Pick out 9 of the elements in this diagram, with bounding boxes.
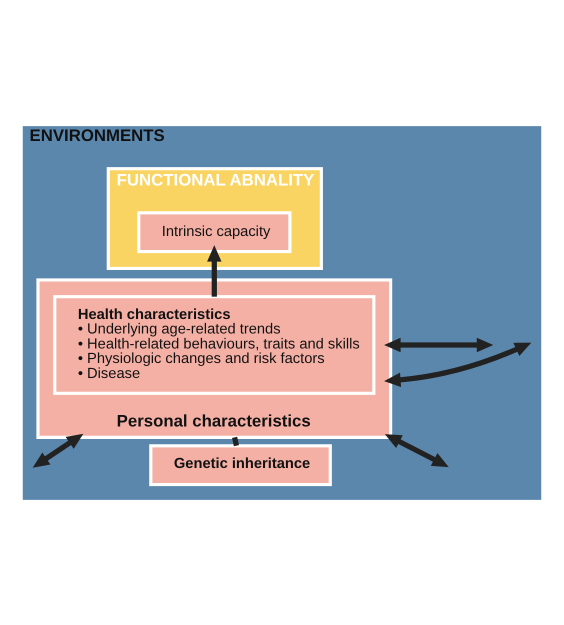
arrow [384,434,449,467]
node-box: Health characteristics • Underlying age-related trends • Health-related behaviours, traits and skills • Physiologic changes and risk factors • Disease [53,294,376,394]
arrow [384,337,494,352]
arrow [207,244,222,296]
connector [232,436,239,446]
node-box: Genetic inheritance [149,444,332,486]
arrow [32,433,84,468]
arrow [384,342,532,387]
node-box: Intrinsic capacity [137,210,292,253]
